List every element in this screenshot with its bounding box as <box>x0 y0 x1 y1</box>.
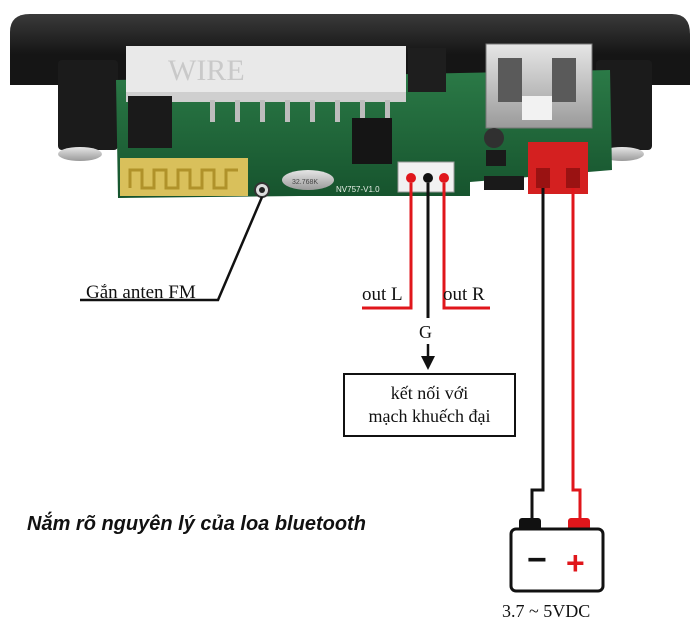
wire-power-black <box>530 188 545 522</box>
ground-label: G <box>419 322 432 342</box>
battery-plus: + <box>566 545 585 581</box>
wire-out-r <box>442 183 490 310</box>
svg-text:NV757-V1.0: NV757-V1.0 <box>336 185 380 194</box>
display-cover <box>126 46 406 98</box>
screw-left <box>58 147 102 161</box>
power-wires <box>530 188 582 522</box>
voltage-label: 3.7 ~ 5VDC <box>502 601 591 621</box>
mp3-module: WIRE 32.768K NV757-V1.0 <box>10 14 690 198</box>
bluetooth-antenna-trace <box>120 158 248 196</box>
wire-power-red <box>571 188 582 522</box>
out-l-label: out L <box>362 284 403 305</box>
arrow-down-icon <box>421 356 435 370</box>
brand-marking: WIRE <box>168 54 245 87</box>
ir-receiver <box>128 96 172 148</box>
pin-header <box>210 100 390 122</box>
crystal <box>282 170 334 190</box>
fm-antenna-leader <box>80 196 264 302</box>
out-r-label: out R <box>443 284 485 305</box>
amp-line-2: mạch khuếch đại <box>368 406 491 426</box>
audio-wires <box>362 183 490 370</box>
amplifier-box: kết nối với mạch khuếch đại <box>343 373 516 437</box>
svg-text:32.768K: 32.768K <box>292 179 318 186</box>
amp-line-1: kết nối với <box>390 383 469 403</box>
wire-out-l <box>362 183 413 310</box>
ic-chip <box>352 118 392 164</box>
battery-minus: − <box>527 541 547 579</box>
caption: Nắm rõ nguyên lý của loa bluetooth <box>27 513 366 535</box>
battery-icon: − + <box>509 518 605 593</box>
fm-antenna-label: Gắn anten FM <box>86 282 196 303</box>
